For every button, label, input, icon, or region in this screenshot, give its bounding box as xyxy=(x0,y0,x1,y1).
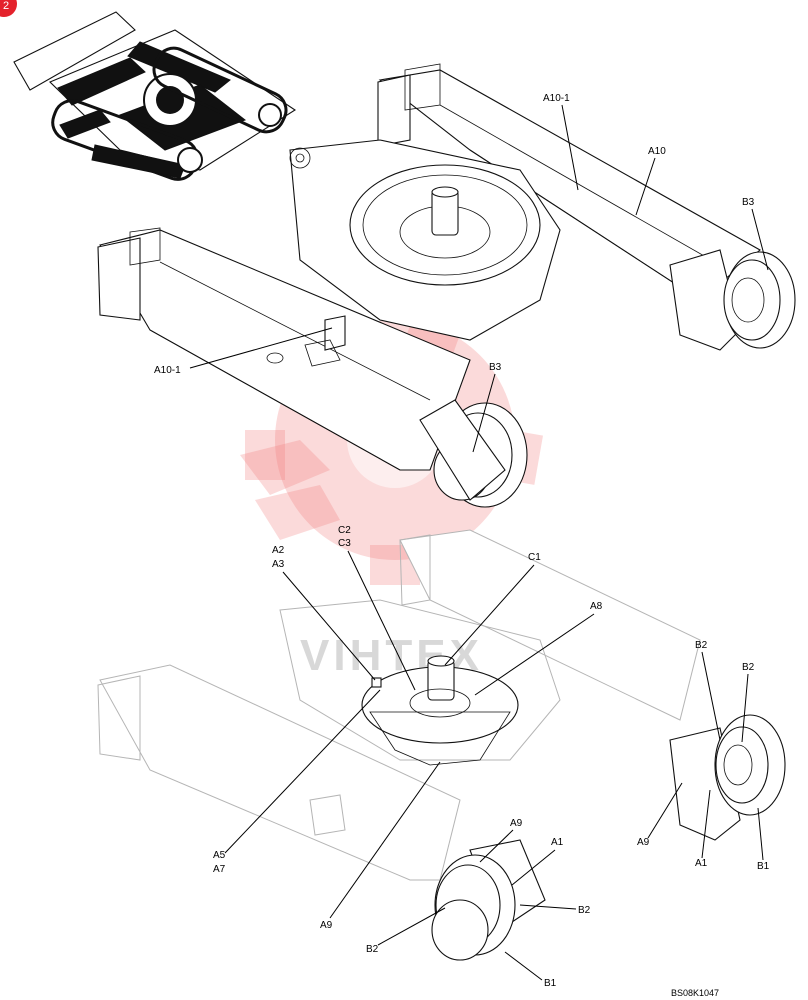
callout-a9-center: A9 xyxy=(510,818,523,829)
travel-motor-right xyxy=(669,714,786,841)
callout-b1-right: B1 xyxy=(757,861,770,872)
callout-a10-1-right: A10-1 xyxy=(543,93,570,104)
callout-a9-left: A9 xyxy=(320,920,333,931)
callout-c1: C1 xyxy=(528,552,541,563)
callout-a7: A7 xyxy=(213,864,226,875)
sprocket-b3-right xyxy=(723,251,796,349)
callout-a10-1-left: A10-1 xyxy=(154,365,181,376)
callout-a1-right: A1 xyxy=(695,858,708,869)
bottom-frame-view xyxy=(97,529,786,961)
callout-b2-center: B2 xyxy=(578,905,591,916)
sprocket-b3-center xyxy=(419,399,528,508)
callout-b2-upper-left: B2 xyxy=(695,640,708,651)
callout-a2: A2 xyxy=(272,545,285,556)
bottom-callouts: A2 A3 C2 C3 C1 A8 B2 B2 A5 A7 A9 A1 B1 A… xyxy=(213,525,770,989)
top-callouts: A10-1 A10 B3 A10-1 B3 xyxy=(154,93,769,453)
callout-a3: A3 xyxy=(272,559,285,570)
callout-c3: C3 xyxy=(338,538,351,549)
callout-a10: A10 xyxy=(648,146,666,157)
callout-b2-upper-right: B2 xyxy=(742,662,755,673)
callout-b3-center: B3 xyxy=(489,362,502,373)
top-frame-view xyxy=(97,63,796,508)
callout-b3-right: B3 xyxy=(742,197,755,208)
overview-thumbnail xyxy=(13,11,297,181)
callout-a5: A5 xyxy=(213,850,226,861)
callout-a1-center: A1 xyxy=(551,837,564,848)
page-badge: 2 xyxy=(0,0,17,17)
callout-a9-right: A9 xyxy=(637,837,650,848)
callout-c2: C2 xyxy=(338,525,351,536)
callout-b1-lower: B1 xyxy=(544,978,557,989)
page-badge-number: 2 xyxy=(3,0,9,12)
travel-motor-center xyxy=(431,839,546,961)
callout-b2-lower: B2 xyxy=(366,944,379,955)
drawing-code: BS08K1047 xyxy=(671,988,719,998)
callout-a8: A8 xyxy=(590,601,603,612)
